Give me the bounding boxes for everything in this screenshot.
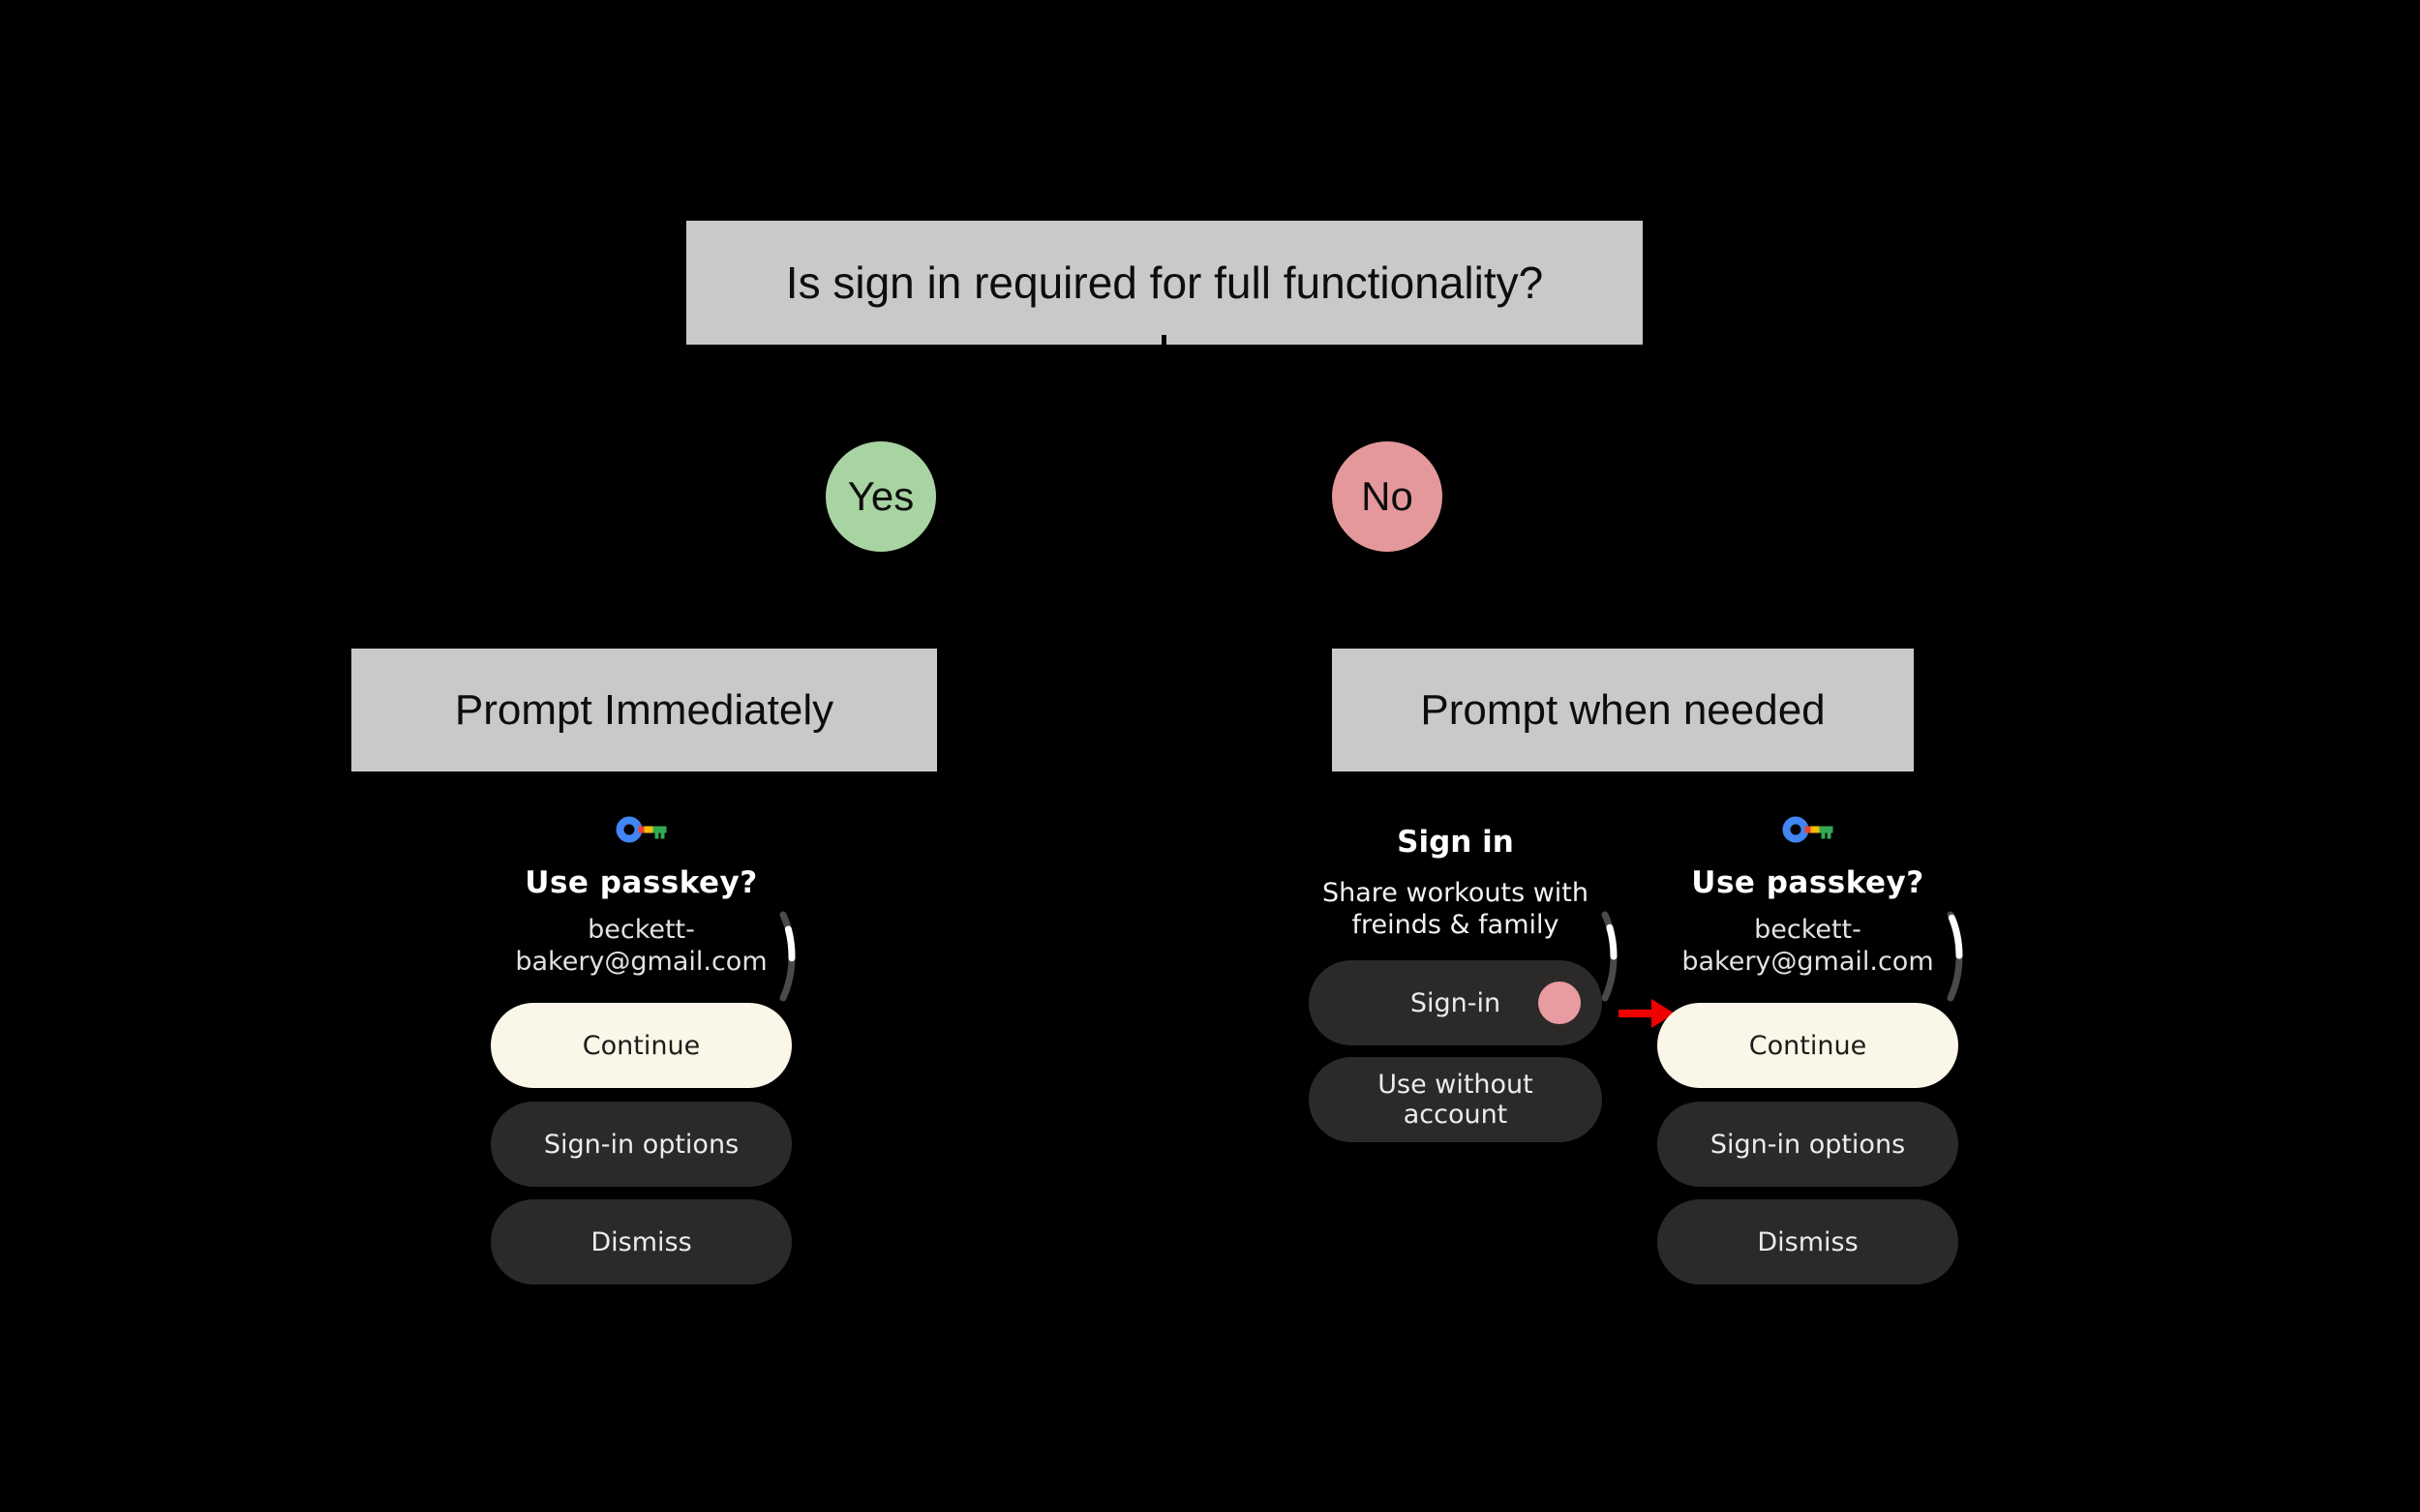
dismiss-label: Dismiss: [590, 1226, 692, 1257]
use-without-account-label: Use without account: [1377, 1070, 1533, 1130]
watch-screen-signin: Sign in Share workouts with freinds & fa…: [1309, 811, 1618, 1160]
flow-arrow-red-icon: [1618, 999, 1675, 1028]
passkey-title: Use passkey?: [1691, 865, 1924, 900]
outcome-box-prompt-when-needed: Prompt when needed: [1332, 649, 1914, 771]
account-email: beckett- bakery@gmail.com: [1638, 914, 1978, 978]
signin-options-label: Sign-in options: [1709, 1129, 1906, 1160]
continue-button[interactable]: Continue: [1657, 1003, 1958, 1088]
dismiss-button[interactable]: Dismiss: [1657, 1199, 1958, 1285]
signin-subtitle-line2: freinds & family: [1351, 910, 1559, 940]
signin-button-label: Sign-in: [1409, 987, 1501, 1018]
scroll-indicator: [1947, 911, 1963, 1002]
signin-title: Sign in: [1397, 825, 1514, 860]
watch-screen-passkey-right: Use passkey? beckett- bakery@gmail.com C…: [1657, 811, 1963, 1295]
signin-options-label: Sign-in options: [543, 1129, 740, 1160]
yes-node: Yes: [826, 441, 936, 552]
signin-subtitle: Share workouts with freinds & family: [1280, 877, 1631, 941]
account-email: beckett- bakery@gmail.com: [471, 914, 811, 978]
watch-screen-passkey-left: Use passkey? beckett- bakery@gmail.com C…: [491, 811, 796, 1295]
account-email-line1: beckett-: [588, 915, 695, 945]
outcome-left-text: Prompt Immediately: [454, 685, 834, 734]
yes-label: Yes: [847, 473, 915, 519]
account-email-line1: beckett-: [1754, 915, 1861, 945]
account-email-line2: bakery@gmail.com: [1681, 947, 1934, 977]
passkey-key-icon: [616, 816, 666, 843]
tap-indicator-dot: [1538, 982, 1581, 1024]
dismiss-button[interactable]: Dismiss: [491, 1199, 792, 1285]
connector-stub: [1162, 335, 1166, 356]
no-node: No: [1332, 441, 1442, 552]
passkey-title: Use passkey?: [525, 865, 758, 900]
passkey-key-icon: [1782, 816, 1832, 843]
no-label: No: [1361, 473, 1413, 519]
signin-button[interactable]: Sign-in: [1309, 960, 1602, 1045]
use-without-account-button[interactable]: Use without account: [1309, 1057, 1602, 1142]
signin-subtitle-line1: Share workouts with: [1321, 878, 1589, 908]
continue-button[interactable]: Continue: [491, 1003, 792, 1088]
scroll-indicator: [1601, 911, 1618, 1002]
outcome-right-text: Prompt when needed: [1420, 685, 1826, 734]
scroll-indicator: [779, 911, 796, 1002]
signin-options-button[interactable]: Sign-in options: [491, 1102, 792, 1187]
dismiss-label: Dismiss: [1757, 1226, 1859, 1257]
question-box: Is sign in required for full functionali…: [686, 221, 1643, 345]
question-text: Is sign in required for full functionali…: [785, 257, 1544, 308]
outcome-box-prompt-immediately: Prompt Immediately: [351, 649, 937, 771]
continue-label: Continue: [582, 1030, 701, 1061]
continue-label: Continue: [1748, 1030, 1867, 1061]
use-without-line1: Use without: [1377, 1070, 1533, 1100]
use-without-line2: account: [1403, 1100, 1508, 1130]
signin-options-button[interactable]: Sign-in options: [1657, 1102, 1958, 1187]
account-email-line2: bakery@gmail.com: [515, 947, 768, 977]
